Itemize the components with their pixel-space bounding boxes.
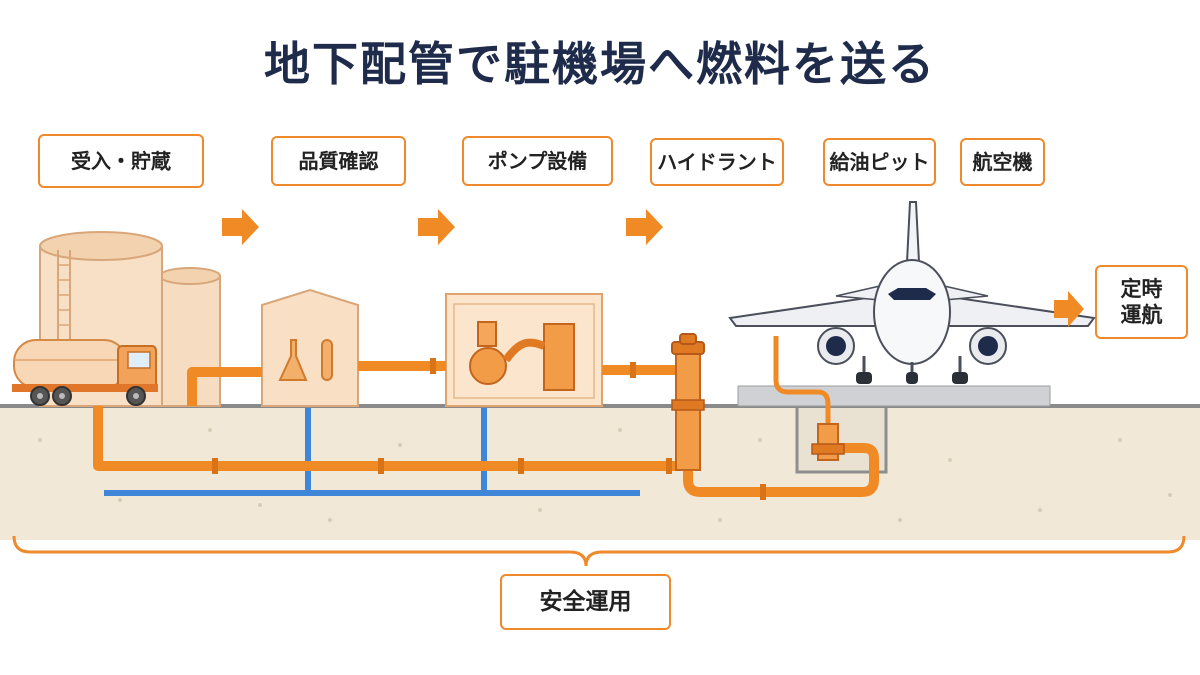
step-label-hydrant: ハイドラント [650, 138, 784, 186]
footer-label-safe-operation: 安全運用 [500, 574, 671, 630]
aircraft-icon [728, 201, 1096, 384]
arrow-right-icon [222, 209, 1084, 327]
pump-icon [445, 293, 603, 407]
fuel-pipeline [93, 361, 879, 497]
outcome-label-on-time: 定時 運航 [1095, 265, 1188, 339]
hydrant-riser-icon [671, 333, 705, 471]
step-label-receiving-storage: 受入・貯蔵 [38, 134, 204, 188]
lab-flask-icon [261, 288, 359, 407]
step-label-quality-check: 品質確認 [271, 136, 406, 186]
curly-brace-icon [12, 535, 1186, 567]
tanker-truck-icon [12, 339, 158, 406]
drain-pipe [104, 408, 640, 496]
ground [0, 404, 1200, 540]
step-label-aircraft: 航空機 [960, 138, 1045, 186]
outcome-line-2: 運航 [1120, 303, 1163, 327]
outcome-line-1: 定時 [1120, 276, 1163, 301]
step-label-fueling-pit: 給油ピット [823, 138, 936, 186]
page-title: 地下配管で駐機場へ燃料を送る [264, 37, 936, 91]
step-label-pump-facility: ポンプ設備 [462, 136, 613, 186]
apron [737, 385, 1051, 407]
pit-valve [773, 336, 845, 461]
pipe-flanges [212, 358, 766, 500]
